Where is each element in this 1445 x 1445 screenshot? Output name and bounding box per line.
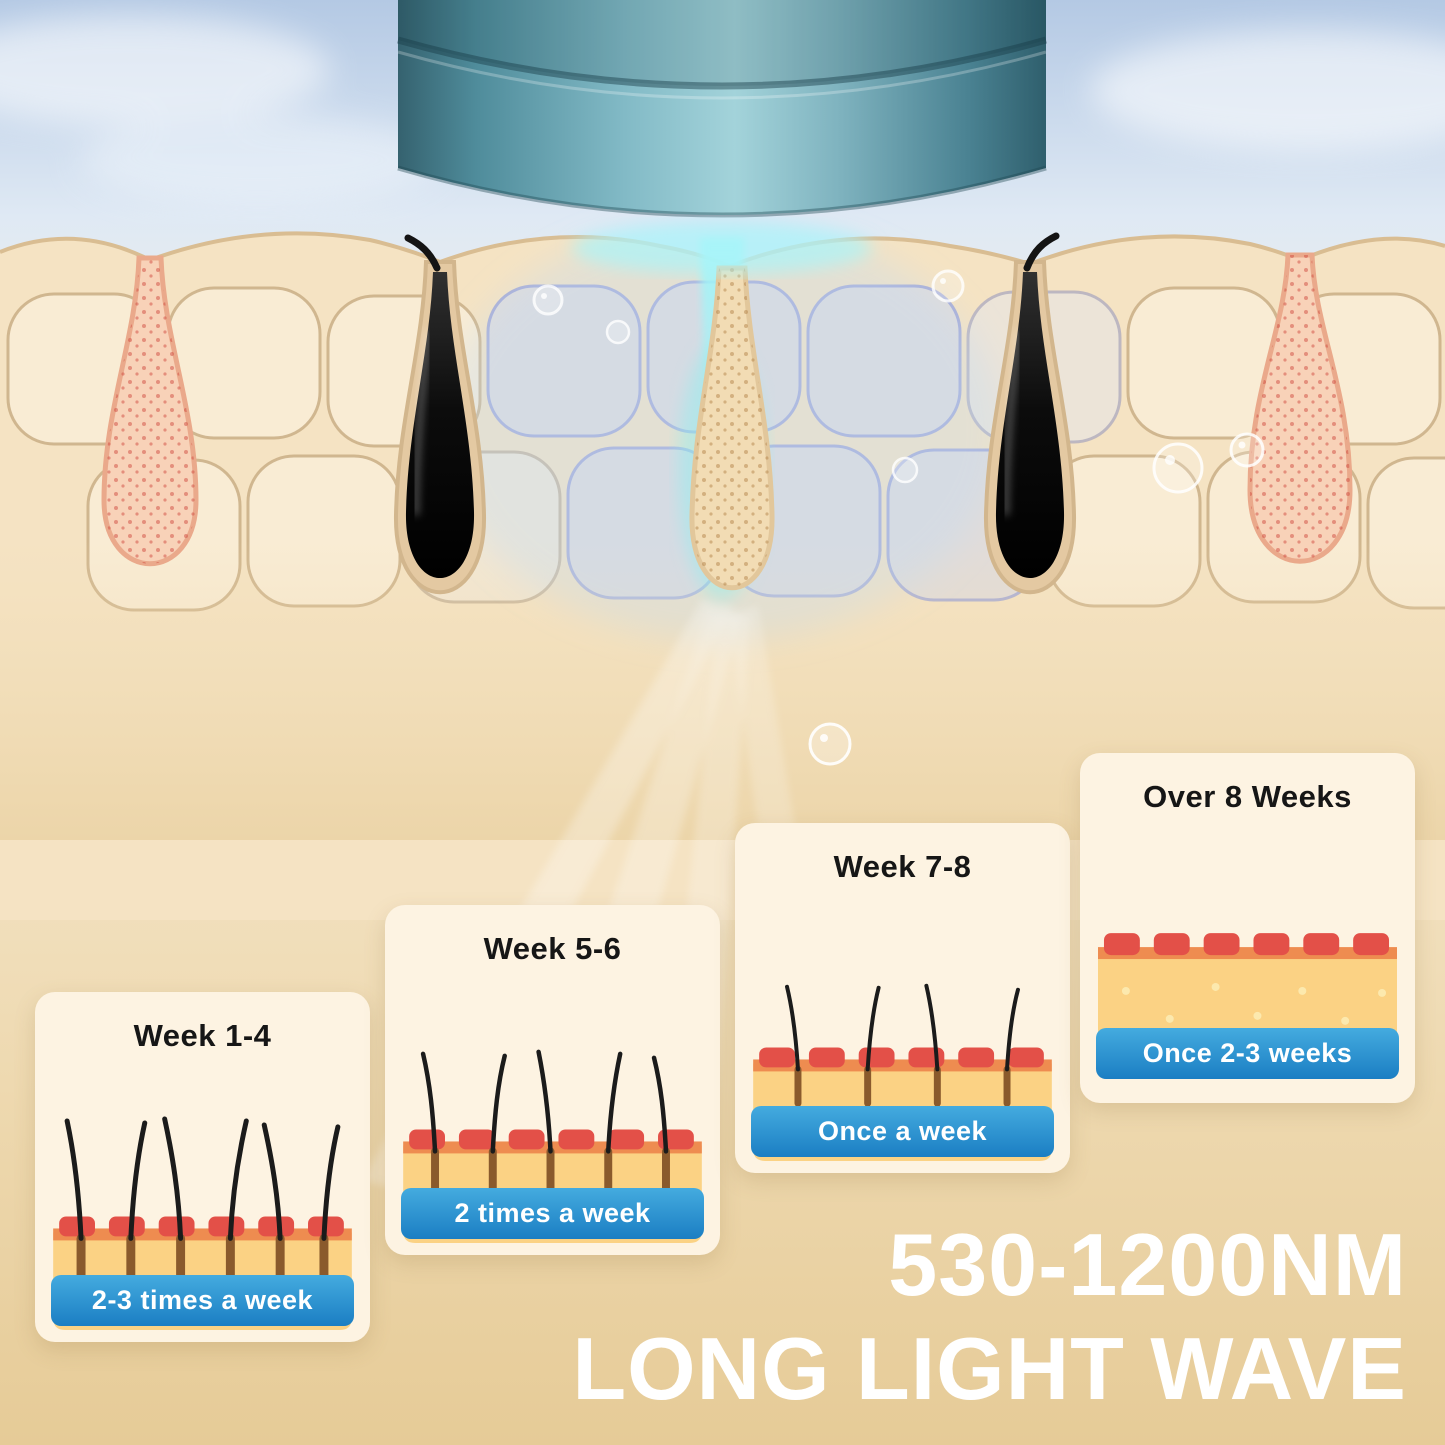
follicle-dark-right xyxy=(983,232,1077,595)
follicle-left-pink xyxy=(101,255,199,567)
frequency-badge: 2-3 times a week xyxy=(51,1275,354,1326)
card-title: Week 5-6 xyxy=(483,931,622,966)
hair-strand xyxy=(404,234,441,272)
hair-roots xyxy=(76,1233,329,1285)
clouds xyxy=(0,15,1445,205)
card-title: Week 7-8 xyxy=(833,849,972,884)
hairs xyxy=(420,1049,669,1154)
wavelength-line-1: 530-1200NM xyxy=(888,1215,1407,1315)
card-title: Week 1-4 xyxy=(133,1018,272,1053)
hair-roots xyxy=(431,1147,670,1194)
follicle-dark-left xyxy=(393,234,487,595)
frequency-badge: Once a week xyxy=(751,1106,1054,1157)
frequency-badge: Once 2-3 weeks xyxy=(1096,1028,1399,1079)
timeline-card-week-7-8: Week 7-8 Once a w xyxy=(735,823,1070,1173)
flash-glow xyxy=(572,222,872,274)
timeline-card-week-1-4: Week 1-4 xyxy=(35,992,370,1342)
hairs xyxy=(785,983,1020,1072)
water-droplets xyxy=(532,269,1265,766)
hair-roots xyxy=(794,1065,1011,1107)
hairs xyxy=(64,1116,341,1241)
timeline-card-over-8-weeks: Over 8 Weeks Once 2-3 weeks xyxy=(1080,753,1415,1103)
wavelength-line-2: LONG LIGHT WAVE xyxy=(572,1319,1407,1419)
follicle-center-treated xyxy=(678,260,775,600)
skin-stage-illustration xyxy=(1098,933,1397,1051)
wavelength-headline: 530-1200NM LONG LIGHT WAVE xyxy=(572,1213,1407,1421)
hair-strand xyxy=(1023,232,1060,272)
ipl-device xyxy=(397,0,1047,274)
timeline-card-week-5-6: Week 5-6 xyxy=(385,905,720,1255)
card-title: Over 8 Weeks xyxy=(1143,779,1352,814)
frequency-badge: 2 times a week xyxy=(401,1188,704,1239)
follicle-right-pink xyxy=(1247,252,1353,564)
